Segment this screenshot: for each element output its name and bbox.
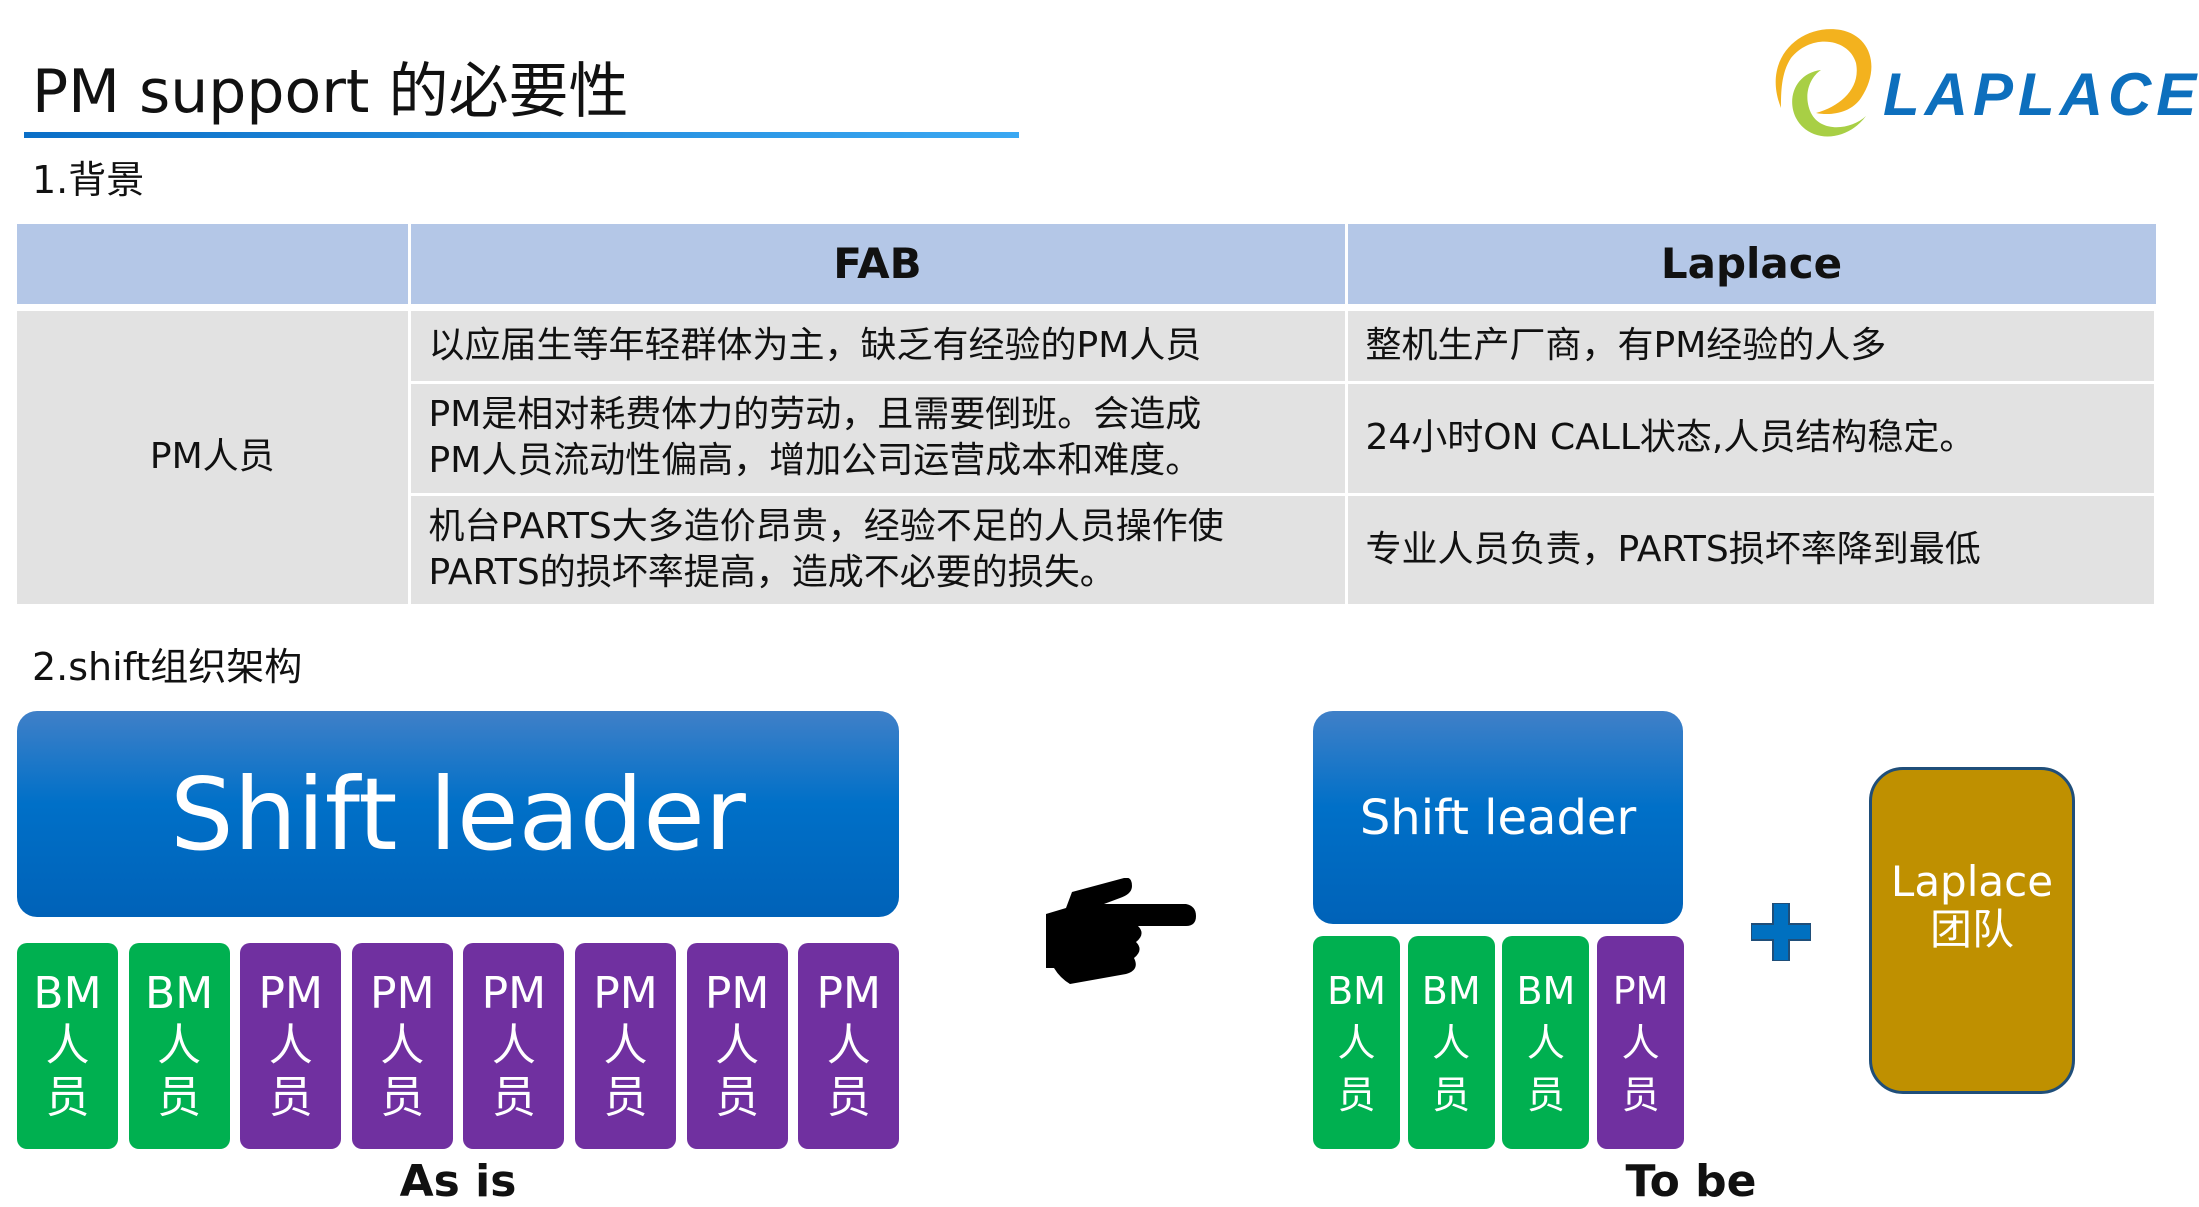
comparison-table: FAB Laplace PM人员 以应届生等年轻群体为主，缺乏有经验的PM人员 …	[17, 224, 2157, 607]
member-text: 人	[491, 1020, 536, 1071]
member-text: 员	[157, 1072, 202, 1123]
member-text: BM	[1421, 968, 1481, 1013]
member-text: 员	[1526, 1072, 1565, 1117]
member-text: PM	[1612, 968, 1669, 1013]
member-text: 员	[1432, 1072, 1471, 1117]
table-row: PM人员 以应届生等年轻群体为主，缺乏有经验的PM人员 整机生产厂商，有PM经验…	[17, 305, 2157, 607]
to-be-shift-leader-box: Shift leader	[1313, 711, 1683, 924]
member-text: 员	[603, 1072, 648, 1123]
member-text: 员	[380, 1072, 425, 1123]
row-label: PM人员	[17, 305, 411, 607]
member-text: BM	[1516, 968, 1576, 1013]
team-line1: Laplace	[1890, 856, 2054, 906]
member-text: 员	[268, 1072, 313, 1123]
member-text: 人	[268, 1020, 313, 1071]
section-background-title: 1.背景	[32, 158, 145, 202]
pointing-hand-icon	[1046, 878, 1196, 984]
header-fab: FAB	[407, 224, 1346, 311]
title-underline	[24, 132, 1019, 138]
cell-line: PM人员流动性偏高，增加公司运营成本和难度。	[428, 440, 1202, 481]
member-text: PM	[370, 968, 435, 1019]
to-be-caption: To be	[1625, 1156, 1757, 1207]
member-box-bm: BM 人员	[1313, 936, 1400, 1149]
page-title: PM support 的必要性	[32, 57, 629, 127]
header-empty	[17, 224, 409, 311]
member-text: BM	[1327, 968, 1386, 1013]
cell-line: 机台PARTS大多造价昂贵，经验不足的人员操作使	[428, 505, 1224, 547]
cell-line: PM是相对耗费体力的劳动，且需要倒班。会造成	[428, 394, 1202, 435]
member-text: 人	[1337, 1020, 1376, 1065]
laplace-team-box: Laplace 团队	[1869, 767, 2075, 1094]
plus-icon	[1751, 903, 1811, 961]
as-is-caption: As is	[399, 1156, 517, 1207]
member-text: PM	[593, 968, 658, 1019]
laplace-cell: 整机生产厂商，有PM经验的人多	[1344, 305, 2157, 384]
member-text: 员	[1621, 1072, 1660, 1117]
member-text: 人	[715, 1020, 760, 1071]
section-shift-title: 2.shift组织架构	[32, 645, 303, 689]
member-text: 人	[826, 1020, 871, 1071]
member-box-bm: BM 人员	[1502, 936, 1590, 1149]
member-text: 员	[826, 1072, 871, 1123]
member-text: PM	[704, 968, 770, 1019]
member-text: 员	[491, 1072, 536, 1123]
member-text: PM	[816, 968, 881, 1019]
fab-cell: 以应届生等年轻群体为主，缺乏有经验的PM人员	[407, 305, 1348, 384]
logo-swirl-icon	[1775, 29, 1872, 137]
member-text: PM	[258, 968, 323, 1019]
member-text: BM	[33, 968, 102, 1019]
member-text: 人	[157, 1020, 202, 1071]
member-text: 人	[45, 1020, 90, 1071]
member-text: 员	[715, 1072, 760, 1123]
member-text: PM	[481, 968, 547, 1019]
table-row: PM是相对耗费体力的劳动，且需要倒班。会造成 PM人员流动性偏高，增加公司运营成本…	[17, 380, 2157, 496]
member-box-bm: BM 人员	[1407, 936, 1495, 1149]
team-line2: 团队	[1929, 904, 2014, 954]
laplace-cell: 24小时ON CALL状态,人员结构稳定。	[1344, 380, 2157, 496]
member-text: 员	[45, 1072, 90, 1123]
member-text: 人	[603, 1020, 648, 1071]
laplace-logo: LAPLACE	[1761, 18, 2197, 152]
cell-line: PARTS的损坏率提高，造成不必要的损失。	[428, 551, 1116, 593]
member-text: 人	[380, 1020, 425, 1071]
member-text: 员	[1337, 1072, 1376, 1117]
cell-line: 以应届生等年轻群体为主，缺乏有经验的PM人员	[428, 324, 1202, 366]
member-text: 人	[1432, 1020, 1471, 1065]
fab-cell: PM是相对耗费体力的劳动，且需要倒班。会造成 PM人员流动性偏高，增加公司运营成本…	[407, 380, 1348, 496]
member-text: 人	[1621, 1020, 1660, 1065]
member-text: BM	[145, 968, 214, 1019]
as-is-shift-leader-box: Shift leader	[17, 711, 899, 917]
member-box-pm: PM 人员	[1597, 936, 1685, 1149]
header-laplace: Laplace	[1344, 224, 2156, 311]
member-text: 人	[1526, 1020, 1565, 1065]
laplace-cell: 专业人员负责，PARTS损坏率降到最低	[1344, 492, 2157, 607]
